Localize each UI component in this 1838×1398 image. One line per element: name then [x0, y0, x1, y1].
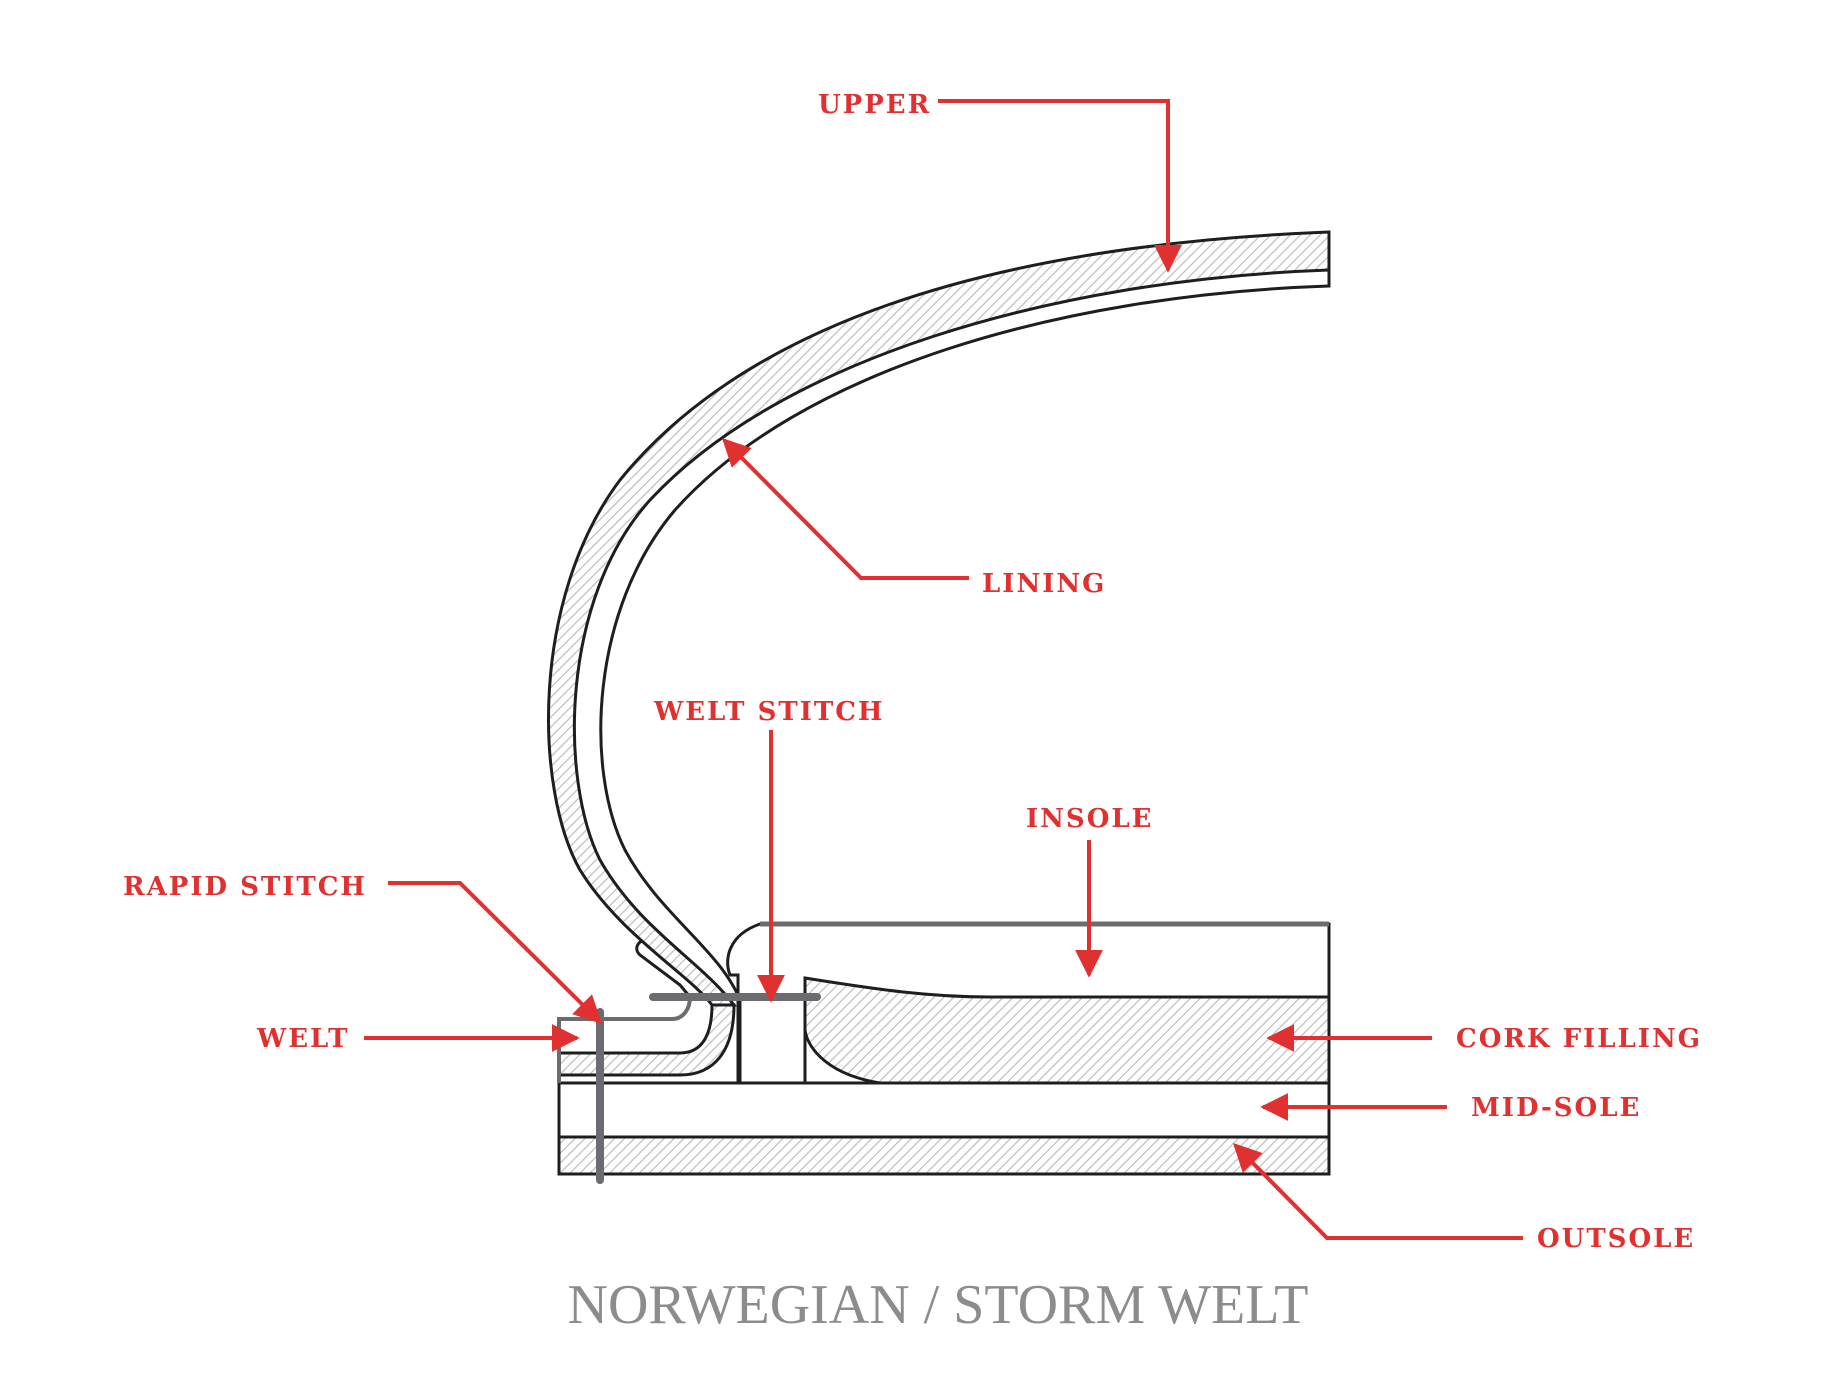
sole-stack: [557, 921, 1331, 1176]
lining-leader: [722, 438, 969, 580]
outsole-layer: [557, 1135, 1331, 1176]
welt: [557, 939, 736, 1083]
label-upper: UPPER: [818, 90, 931, 120]
label-cork-filling: CORK FILLING: [1456, 1024, 1702, 1054]
label-insole: INSOLE: [1026, 804, 1153, 834]
label-lining: LINING: [982, 569, 1106, 599]
midsole-layer: [557, 1081, 1331, 1139]
rapid-stitch-leader: [388, 881, 602, 1024]
label-mid-sole: MID-SOLE: [1471, 1093, 1641, 1123]
welt-outline: [557, 996, 692, 1083]
lining-layer: [599, 270, 1331, 1083]
upper-layer: [547, 230, 1331, 1007]
label-welt-stitch: WELT STITCH: [653, 697, 884, 727]
cork-filling-layer: [803, 976, 1331, 1085]
upper-and-lining: [547, 230, 1331, 1083]
upper-leader: [938, 99, 1182, 273]
leader-lines: [364, 99, 1523, 1240]
part-labels: UPPER LINING WELT STITCH INSOLE RAPID ST…: [123, 90, 1702, 1254]
label-rapid-stitch: RAPID STITCH: [123, 872, 367, 902]
insole-layer: [726, 922, 1331, 1083]
upper-turn-under: [557, 1003, 736, 1077]
label-welt: WELT: [256, 1024, 350, 1054]
outsole-leader: [1233, 1143, 1523, 1240]
diagram-title: NORWEGIAN / STORM WELT: [568, 1274, 1309, 1336]
label-outsole: OUTSOLE: [1537, 1224, 1695, 1254]
